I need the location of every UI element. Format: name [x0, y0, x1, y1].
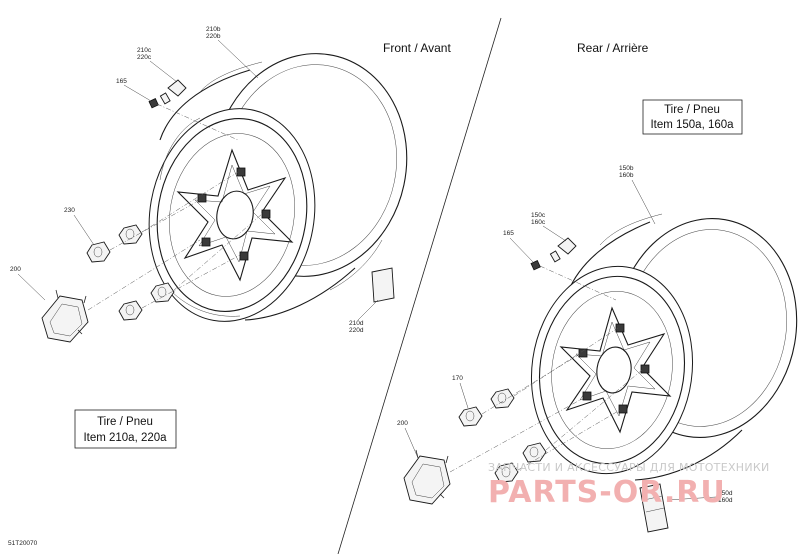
- front-tire-info-line1: Tire / Pneu: [97, 416, 153, 428]
- front-hub-cap: [41, 289, 89, 343]
- front-section: Front / Avant: [10, 26, 451, 449]
- rear-lug-nut-1: [458, 406, 483, 427]
- callout-rear-lug-nut: 170: [452, 375, 463, 382]
- front-lug-nut-4: [118, 300, 143, 321]
- rear-tire-info-line2: Item 150a, 160a: [650, 119, 734, 131]
- rear-lug-nut-2: [490, 388, 515, 409]
- figure-code: 51T20070: [8, 540, 38, 547]
- callout-front-valve-cap: 165: [116, 78, 127, 85]
- rear-wheel-rim: [530, 213, 798, 481]
- callout-front-valve-2: 220c: [137, 54, 152, 61]
- callout-rear-rim-2: 160b: [619, 172, 634, 179]
- watermark-top-text: ЗАПЧАСТИ И АКСЕССУАРЫ ДЛЯ МОТОТЕХНИКИ: [488, 461, 770, 474]
- front-tire-info-box: Tire / Pneu Item 210a, 220a: [74, 409, 177, 449]
- front-valve-cap: [148, 98, 159, 109]
- rear-hub-cap: [403, 449, 451, 505]
- rear-tire-info-line1: Tire / Pneu: [664, 104, 720, 116]
- callout-front-label-2: 220d: [349, 327, 364, 334]
- callout-front-hub-cap: 200: [10, 266, 21, 273]
- callout-rear-rim-1: 150b: [619, 165, 634, 172]
- watermark: ЗАПЧАСТИ И АКСЕССУАРЫ ДЛЯ МОТОТЕХНИКИ PA…: [488, 461, 770, 510]
- front-tire-info-line2: Item 210a, 220a: [83, 432, 167, 444]
- callout-rear-hub-cap: 200: [397, 420, 408, 427]
- section-divider: [337, 17, 502, 554]
- front-lug-nut-2: [118, 224, 143, 245]
- callout-rear-valve-2: 160c: [531, 219, 546, 226]
- front-lug-nut-1: [86, 241, 111, 263]
- callout-front-label-1: 210d: [349, 320, 364, 327]
- callout-rear-valve-1: 150c: [531, 212, 546, 219]
- rear-valve-cap: [530, 260, 541, 271]
- rear-lug-nut-3: [522, 442, 547, 463]
- rear-rim-label: [639, 483, 669, 533]
- callout-front-rim-2: 220b: [206, 33, 221, 40]
- rear-lug-nut-4: [494, 462, 519, 483]
- front-wheel-rim: [148, 53, 408, 322]
- callout-front-valve-1: 210c: [137, 47, 152, 54]
- callout-rear-label-1: 150d: [718, 490, 733, 497]
- callout-rear-label-2: 160d: [718, 497, 733, 504]
- rear-section: Rear / Arrière Tire / Pneu Item 150a, 16…: [397, 41, 798, 533]
- rear-section-title: Rear / Arrière: [577, 41, 649, 55]
- rear-tire-info-box: Tire / Pneu Item 150a, 160a: [642, 99, 743, 135]
- front-lug-nut-3: [150, 282, 175, 303]
- front-rim-label: [371, 267, 395, 303]
- front-section-title: Front / Avant: [383, 41, 451, 55]
- rear-lug-nuts: [458, 388, 547, 483]
- rear-valve-stem: [549, 237, 577, 263]
- callout-front-rim-1: 210b: [206, 26, 221, 33]
- callout-rear-valve-cap: 165: [503, 230, 514, 237]
- front-valve-stem: [159, 79, 187, 105]
- callout-front-lug-nut: 230: [64, 207, 75, 214]
- watermark-main-text: PARTS-OR.RU: [488, 475, 726, 510]
- front-lug-nuts: [86, 224, 175, 321]
